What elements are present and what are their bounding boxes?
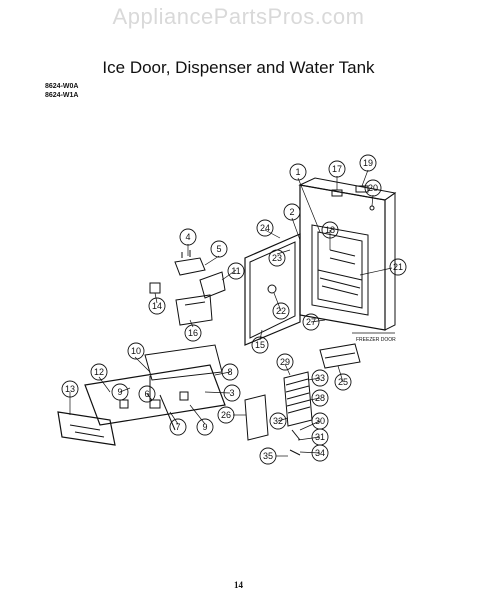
callout-1: 1 [295, 167, 300, 177]
callout-5: 5 [216, 244, 221, 254]
callout-18: 18 [325, 225, 335, 235]
model-number: 8624-W0A [45, 83, 79, 90]
callout-24: 24 [260, 223, 270, 233]
callout-23: 23 [272, 253, 282, 263]
callout-15: 15 [255, 340, 265, 350]
callout-22: 22 [276, 306, 286, 316]
callout-27: 27 [306, 317, 316, 327]
ice-chute-parts [244, 343, 361, 456]
page-number: 14 [234, 580, 243, 590]
callout-32: 32 [273, 416, 283, 426]
watermark: AppliancePartsPros.com [112, 4, 365, 29]
callout-21: 21 [393, 262, 403, 272]
callout-14: 14 [152, 301, 162, 311]
callout-4: 4 [185, 232, 190, 242]
callout-9: 9 [202, 422, 207, 432]
callout-30: 30 [315, 416, 325, 426]
model-number: 8624-W1A [45, 92, 79, 99]
callout-6: 6 [144, 389, 149, 399]
callout-11: 11 [231, 266, 240, 276]
freezer-door-panel [298, 177, 397, 331]
callout-28: 28 [315, 393, 325, 403]
callout-31: 31 [315, 432, 325, 442]
callout-13: 13 [65, 384, 75, 394]
callout-26: 26 [221, 410, 231, 420]
callout-9: 9 [117, 387, 122, 397]
callout-29: 29 [280, 357, 290, 367]
dispenser-assembly [57, 250, 226, 446]
dispenser-frame [244, 233, 301, 346]
callout-3: 3 [229, 388, 234, 398]
callout-2: 2 [289, 207, 294, 217]
callout-16: 16 [188, 328, 198, 338]
callout-33: 33 [315, 373, 325, 383]
callout-17: 17 [332, 164, 342, 174]
callout-12: 12 [94, 367, 104, 377]
callout-20: 20 [368, 183, 378, 193]
freezer-door-label: FREEZER DOOR [356, 337, 396, 343]
callout-8: 8 [227, 367, 232, 377]
callout-19: 19 [363, 158, 373, 168]
page-title: Ice Door, Dispenser and Water Tank [102, 58, 375, 77]
callout-34: 34 [315, 448, 325, 458]
callout-10: 10 [131, 346, 141, 356]
callout-labels: 1 2 3 4 5 6 7 8 9 9 10 11 12 13 14 15 16… [65, 158, 403, 461]
leader-lines [69, 169, 395, 457]
callout-7: 7 [175, 422, 180, 432]
callout-25: 25 [338, 377, 348, 387]
callout-35: 35 [263, 451, 273, 461]
callout-circles [61, 154, 407, 465]
model-numbers: 8624-W0A 8624-W1A [45, 82, 78, 100]
